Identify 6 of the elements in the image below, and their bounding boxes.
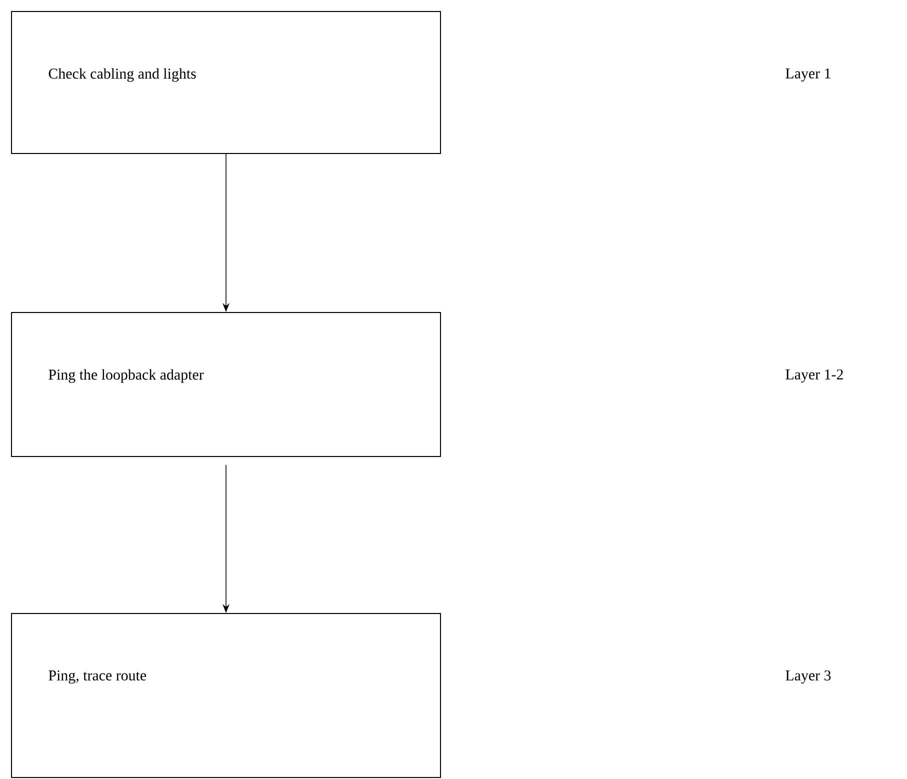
process-box: Ping the loopback adapter: [11, 312, 441, 457]
layer-label: Layer 1-2: [786, 369, 843, 383]
layer-label: Layer 3: [786, 670, 831, 684]
process-box: Ping, trace route: [11, 613, 441, 778]
process-box: Check cabling and lights: [11, 11, 441, 154]
layer-label: Layer 1: [786, 68, 830, 82]
